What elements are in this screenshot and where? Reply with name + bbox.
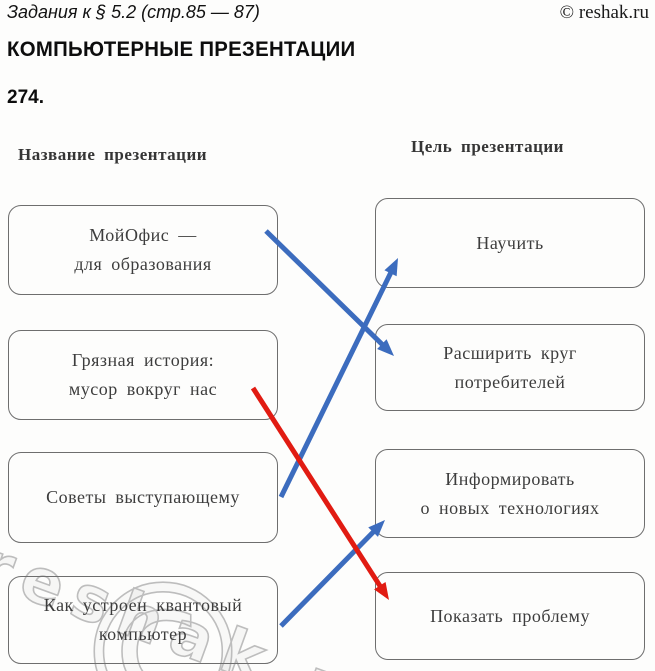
- column-header-presentation-name: Название презентации: [18, 145, 208, 164]
- connection-line: [264, 229, 388, 350]
- box-goal-inform-technologies: Информировать о новых технологиях: [375, 449, 645, 538]
- box-name-myoffice: МойОфис — для образования: [8, 205, 278, 295]
- box-goal-teach: Научить: [375, 198, 645, 288]
- column-header-presentation-goal: Цель презентации: [411, 137, 564, 156]
- box-name-speaker-tips: Советы выступающему: [8, 452, 278, 543]
- box-goal-show-problem: Показать проблему: [375, 572, 645, 660]
- task-number: 274.: [7, 87, 44, 108]
- section-title: КОМПЬЮТЕРНЫЕ ПРЕЗЕНТАЦИИ: [7, 38, 356, 61]
- box-name-dirty-story: Грязная история: мусор вокруг нас: [8, 330, 278, 420]
- box-goal-expand-consumers: Расширить круг потребителей: [375, 324, 645, 411]
- box-name-quantum-computer: Как устроен квантовый компьютер: [8, 576, 278, 664]
- site-credit: © reshak.ru: [559, 2, 649, 23]
- connection-line: [279, 526, 379, 628]
- page-header: Задания к § 5.2 (стр.85 — 87): [7, 2, 260, 22]
